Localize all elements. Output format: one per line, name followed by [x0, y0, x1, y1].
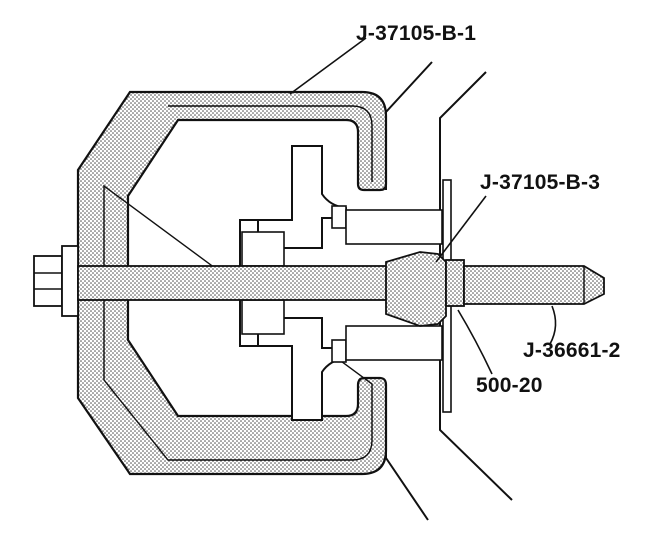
leader-adapter: [435, 195, 487, 263]
label-bolt: 500-20: [476, 374, 543, 397]
bearing-lower-cap: [331, 339, 347, 363]
bearing-upper-cap: [331, 205, 347, 229]
housing-outline-lower: [385, 440, 429, 521]
hub-insert-upper: [241, 231, 285, 267]
screw-hex-head: [33, 255, 63, 307]
adapter-body: [385, 251, 447, 327]
bearing-lower-race: [345, 325, 443, 361]
forcing-screw-extension: [463, 265, 605, 305]
screw-washer: [61, 245, 79, 317]
forcing-screw-shaft: [77, 265, 399, 301]
label-adapter: J-37105-B-3: [480, 171, 601, 194]
puller-yoke: [76, 90, 388, 476]
puller-yoke-contour: [103, 105, 373, 461]
leader-puller: [289, 37, 367, 95]
bearing-upper-race: [345, 209, 443, 245]
leader-bolt: [457, 309, 493, 375]
housing-outline-upper: [385, 61, 433, 190]
label-puller: J-37105-B-1: [356, 22, 477, 45]
label-forcing-screw: J-36661-2: [523, 339, 621, 362]
adapter-nut: [445, 259, 465, 307]
hub-insert-lower: [241, 299, 285, 335]
leader-forcing-screw: [549, 305, 557, 345]
